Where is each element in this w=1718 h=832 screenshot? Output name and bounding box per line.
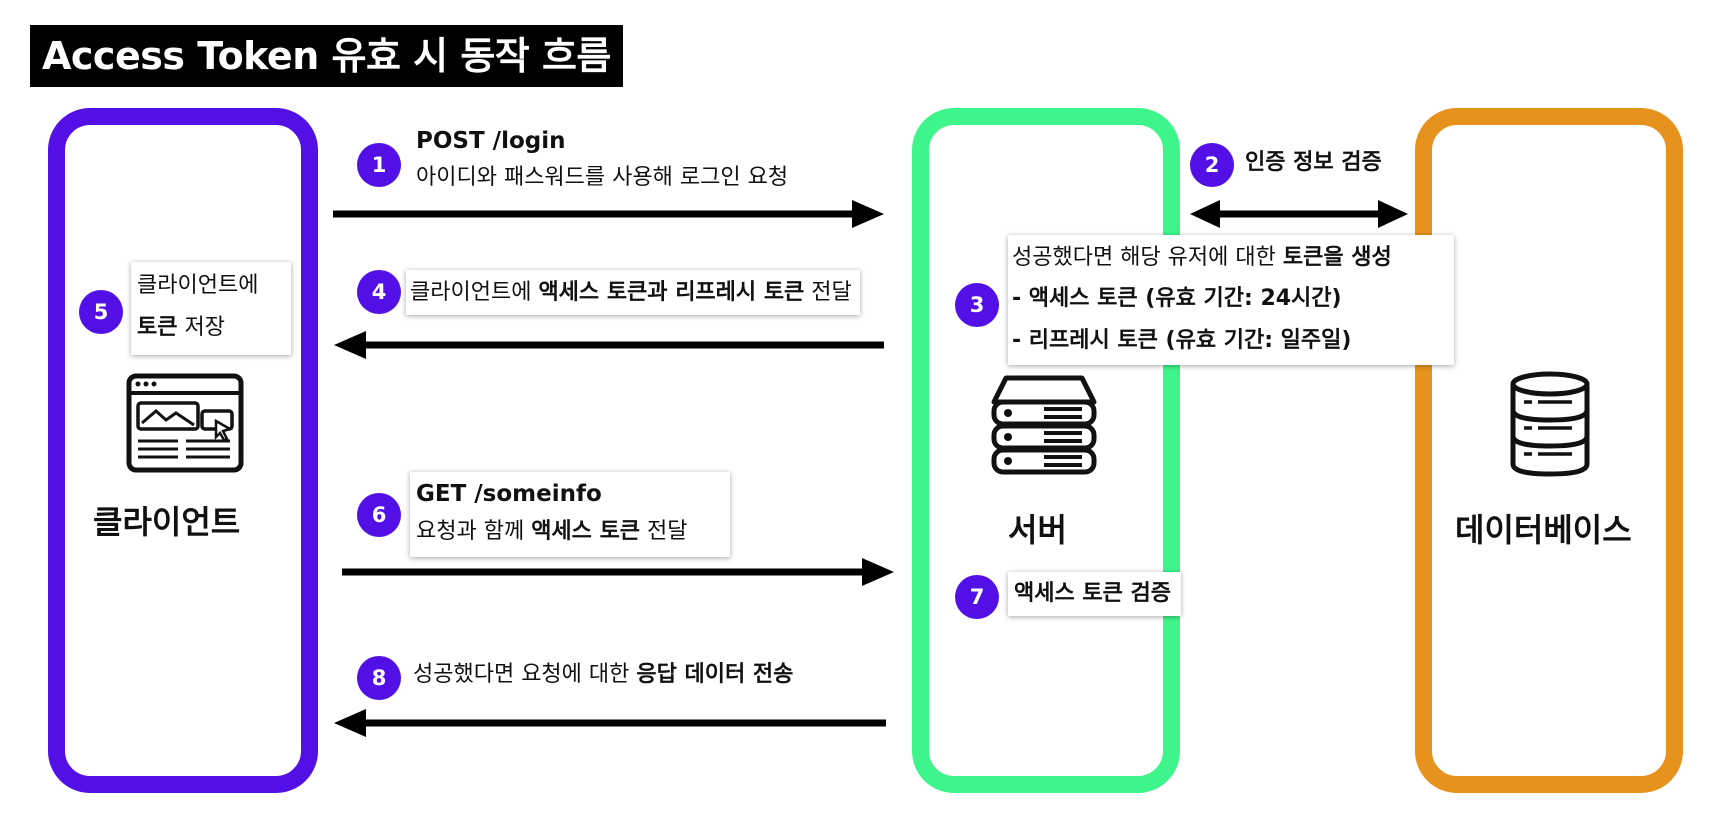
client-label: 클라이언트 — [93, 503, 241, 541]
step-8-text-bold: 응답 데이터 전송 — [636, 662, 794, 687]
step-3-bullet-access-token: - 액세스 토큰 (유효 기간: 24시간) — [1012, 286, 1342, 311]
arrow-step6 — [342, 558, 894, 586]
step-4-badge: 4 — [357, 270, 401, 314]
step-7-badge: 7 — [955, 575, 999, 619]
step-6-text-pre: 요청과 함께 — [416, 519, 532, 544]
step-5-badge: 5 — [79, 290, 123, 334]
step-4-text-pre: 클라이언트에 — [410, 280, 539, 305]
step-4-text-bold: 액세스 토큰과 리프레시 토큰 — [538, 280, 805, 305]
step-5-line2-bold: 토큰 — [137, 315, 178, 340]
step-3-badge: 3 — [955, 283, 999, 327]
step-5-callout: 클라이언트에 토큰 저장 — [131, 262, 291, 355]
step-8-badge: 8 — [357, 656, 401, 700]
step-4-callout: 클라이언트에 액세스 토큰과 리프레시 토큰 전달 — [406, 270, 860, 315]
step-1-badge: 1 — [357, 143, 401, 187]
arrow-step2-bidirectional — [1190, 200, 1408, 228]
step-6-text-post: 전달 — [640, 519, 688, 544]
arrow-step4 — [334, 331, 884, 359]
step-6-badge: 6 — [357, 493, 401, 537]
step-6-text-bold: 액세스 토큰 — [531, 519, 641, 544]
database-icon — [1510, 371, 1590, 477]
step-6-callout: GET /someinfo 요청과 함께 액세스 토큰 전달 — [410, 472, 730, 557]
step-4-text-post: 전달 — [804, 280, 852, 305]
server-rack-icon — [991, 375, 1097, 475]
step-1-description: 아이디와 패스워드를 사용해 로그인 요청 — [416, 165, 789, 190]
step-5-line2-post: 저장 — [177, 315, 225, 340]
step-2-description: 인증 정보 검증 — [1245, 150, 1382, 175]
browser-window-icon — [126, 373, 244, 473]
step-2-badge: 2 — [1190, 143, 1234, 187]
server-column — [912, 108, 1180, 793]
step-3-line1-text: 성공했다면 해당 유저에 대한 — [1012, 245, 1283, 270]
step-3-line1-bold: 토큰을 생성 — [1282, 245, 1392, 270]
step-3-callout: 성공했다면 해당 유저에 대한 토큰을 생성 - 액세스 토큰 (유효 기간: … — [1008, 235, 1454, 365]
step-8-text-pre: 성공했다면 요청에 대한 — [413, 662, 637, 687]
database-label: 데이터베이스 — [1455, 511, 1632, 549]
arrow-step1 — [333, 200, 884, 228]
step-8-description: 성공했다면 요청에 대한 응답 데이터 전송 — [413, 660, 793, 690]
database-column — [1415, 108, 1683, 793]
step-7-callout: 액세스 토큰 검증 — [1008, 572, 1181, 616]
step-1-request-line: POST /login — [416, 128, 566, 154]
step-5-line1: 클라이언트에 — [137, 273, 259, 298]
step-6-request-line: GET /someinfo — [416, 481, 602, 507]
client-column — [48, 108, 318, 793]
step-3-bullet-refresh-token: - 리프레시 토큰 (유효 기간: 일주일) — [1012, 328, 1352, 353]
step-7-description: 액세스 토큰 검증 — [1014, 581, 1171, 606]
arrow-step8 — [334, 709, 886, 737]
diagram-title: Access Token 유효 시 동작 흐름 — [30, 25, 623, 87]
server-label: 서버 — [1008, 511, 1067, 549]
